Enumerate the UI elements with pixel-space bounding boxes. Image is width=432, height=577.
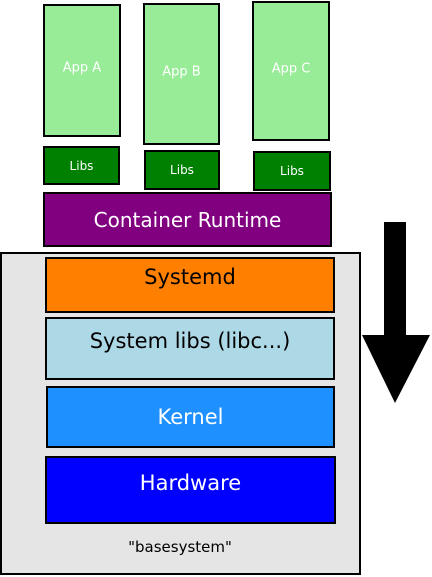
app-c-libs-label: Libs	[280, 164, 304, 178]
app-a-label: App A	[62, 60, 102, 76]
app-a-libs-box: Libs	[43, 146, 120, 185]
systemd-layer: Systemd	[45, 257, 335, 313]
container-runtime-label: Container Runtime	[93, 207, 282, 232]
systemd-label: Systemd	[144, 265, 236, 289]
system-libs-layer: System libs (libc...)	[45, 317, 335, 380]
container-runtime-box: Container Runtime	[43, 192, 332, 247]
app-a-box: App A	[43, 4, 121, 137]
down-arrow-icon	[362, 222, 430, 403]
basesystem-label: "basesystem"	[128, 538, 232, 556]
app-c-box: App C	[252, 1, 330, 141]
app-b-label: App B	[162, 64, 201, 80]
hardware-label: Hardware	[139, 471, 242, 495]
kernel-layer: Kernel	[46, 386, 335, 448]
app-b-libs-box: Libs	[144, 150, 220, 190]
app-b-libs-label: Libs	[170, 163, 194, 177]
app-b-box: App B	[143, 3, 220, 145]
system-libs-label: System libs (libc...)	[89, 329, 291, 353]
app-c-label: App C	[271, 61, 311, 77]
hardware-layer: Hardware	[45, 456, 336, 524]
app-a-libs-label: Libs	[69, 158, 94, 173]
app-c-libs-box: Libs	[253, 151, 331, 191]
kernel-label: Kernel	[157, 405, 224, 429]
